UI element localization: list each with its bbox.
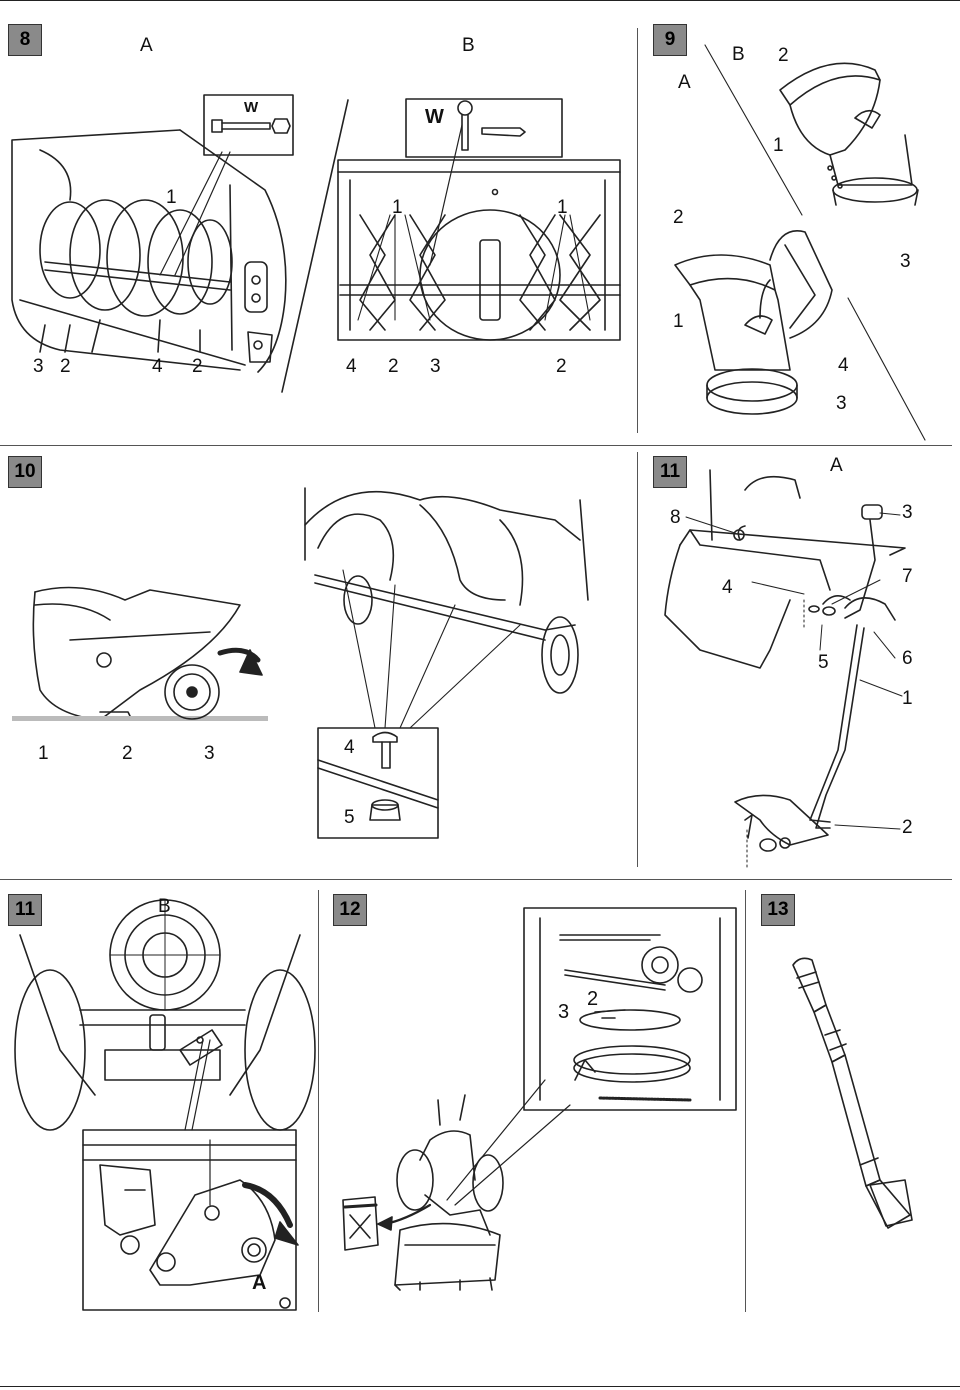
panel-11a-label-3: 3 xyxy=(902,502,913,523)
panel-8a-label-2: 2 xyxy=(60,356,71,377)
panel-8b-sub: B xyxy=(462,35,475,56)
p10-bolt-nut-detail xyxy=(318,733,438,821)
panel-8b-w: W xyxy=(425,106,444,128)
p12-inset-frame xyxy=(524,908,736,1110)
p11b-inset-frame xyxy=(83,1130,296,1310)
panel-10-label-4: 4 xyxy=(344,737,355,758)
panel-9-number: 9 xyxy=(653,24,687,56)
panel-11a-label-7: 7 xyxy=(902,566,913,587)
p11a-lead-lines xyxy=(686,513,902,870)
p10-callout-lines xyxy=(343,570,520,728)
bottom-rule xyxy=(0,1386,960,1387)
panel-9a-sub: A xyxy=(678,72,691,93)
p8a-w-inset-frame xyxy=(204,95,293,155)
panel-11a-label-8: 8 xyxy=(670,507,681,528)
panel-8b-label-2b: 2 xyxy=(556,356,567,377)
p8a-auger-housing xyxy=(12,130,286,372)
row-divider-1 xyxy=(0,445,952,446)
p10-housing-side xyxy=(12,588,268,721)
p9b-chute-large xyxy=(675,231,832,414)
p12-machine-overview xyxy=(395,1095,503,1290)
p13-tool xyxy=(793,958,912,1228)
panel-11a-label-6: 6 xyxy=(902,648,913,669)
panel-10-number: 10 xyxy=(8,456,42,488)
p10-auger-underside xyxy=(305,488,588,693)
panel-11a-number: 11 xyxy=(653,456,687,488)
p11a-rod xyxy=(735,625,864,851)
panel-9-label-1b: 1 xyxy=(673,311,684,332)
panel-11b-inset-a: A xyxy=(252,1272,267,1294)
p9a-chute-small xyxy=(780,63,918,205)
row-divider-2 xyxy=(0,879,952,880)
panel-8-number: 8 xyxy=(8,24,42,56)
panel-11b-number: 11 xyxy=(8,894,42,926)
p10-wheel xyxy=(165,665,219,719)
panel-11a-label-1: 1 xyxy=(902,688,913,709)
col-divider-1 xyxy=(637,28,638,433)
p9-divider-lines xyxy=(705,45,925,440)
panel-12-label-3: 3 xyxy=(558,1001,570,1023)
col-divider-4 xyxy=(745,890,746,1312)
panel-11a-label-4: 4 xyxy=(722,577,733,598)
p8b-pin-icon xyxy=(430,101,525,265)
panel-11a-sub: A xyxy=(830,455,843,476)
p12-inset-detail xyxy=(540,918,720,1100)
p8b-w-inset-frame xyxy=(406,99,562,157)
panel-12-label-2: 2 xyxy=(587,988,599,1010)
panel-11a-label-5: 5 xyxy=(818,652,829,673)
panel-10-label-1: 1 xyxy=(38,743,49,764)
col-divider-3 xyxy=(318,890,319,1312)
p12-belt-guard-part xyxy=(343,1197,378,1250)
panel-11a-label-2: 2 xyxy=(902,817,913,838)
panel-11b-sub: B xyxy=(158,896,171,917)
top-rule xyxy=(0,0,960,1)
panel-10-label-2: 2 xyxy=(122,743,133,764)
p11a-housing xyxy=(665,470,905,668)
panel-8a-label-2b: 2 xyxy=(192,356,203,377)
panel-9-label-3a: 3 xyxy=(900,251,911,272)
panel-8b-label-2a: 2 xyxy=(388,356,399,377)
panel-8a-sub: A xyxy=(140,35,153,56)
p12-removal-arrowhead xyxy=(378,1217,392,1230)
panel-9-label-2b: 2 xyxy=(673,207,684,228)
p10-rotate-arrow-shaft xyxy=(220,650,258,660)
panel-9-label-1a: 1 xyxy=(773,135,784,156)
p11b-machine-underside xyxy=(15,900,315,1130)
panel-8a-label-4: 4 xyxy=(152,356,163,377)
col-divider-2 xyxy=(637,452,638,867)
panel-10-label-3: 3 xyxy=(204,743,215,764)
p8b-auger-front xyxy=(338,160,620,340)
panel-8b-label-1a: 1 xyxy=(392,197,403,218)
panel-9b-sub: B xyxy=(732,44,745,65)
p10-rotate-arrowhead xyxy=(240,650,262,675)
panel-8a-label-1: 1 xyxy=(166,187,177,208)
panel-8a-label-3: 3 xyxy=(33,356,44,377)
panel-12-number: 12 xyxy=(333,894,367,926)
panel-9-label-4: 4 xyxy=(838,355,849,376)
p12-callout-lines xyxy=(447,1080,570,1205)
panel-13-number: 13 xyxy=(761,894,795,926)
p11b-inset-detail xyxy=(83,1140,298,1308)
panel-8a-w: W xyxy=(244,99,259,116)
panel-9-label-2a: 2 xyxy=(778,45,789,66)
panel-9-label-3b: 3 xyxy=(836,393,847,414)
p8-divider-slash xyxy=(282,100,348,392)
p8a-bolt-icon xyxy=(212,119,290,133)
p10-inset-frame xyxy=(318,728,438,838)
panel-10-label-5: 5 xyxy=(344,807,355,828)
panel-8b-label-4: 4 xyxy=(346,356,357,377)
panel-8b-label-1b: 1 xyxy=(557,197,568,218)
panel-8b-label-3: 3 xyxy=(430,356,441,377)
